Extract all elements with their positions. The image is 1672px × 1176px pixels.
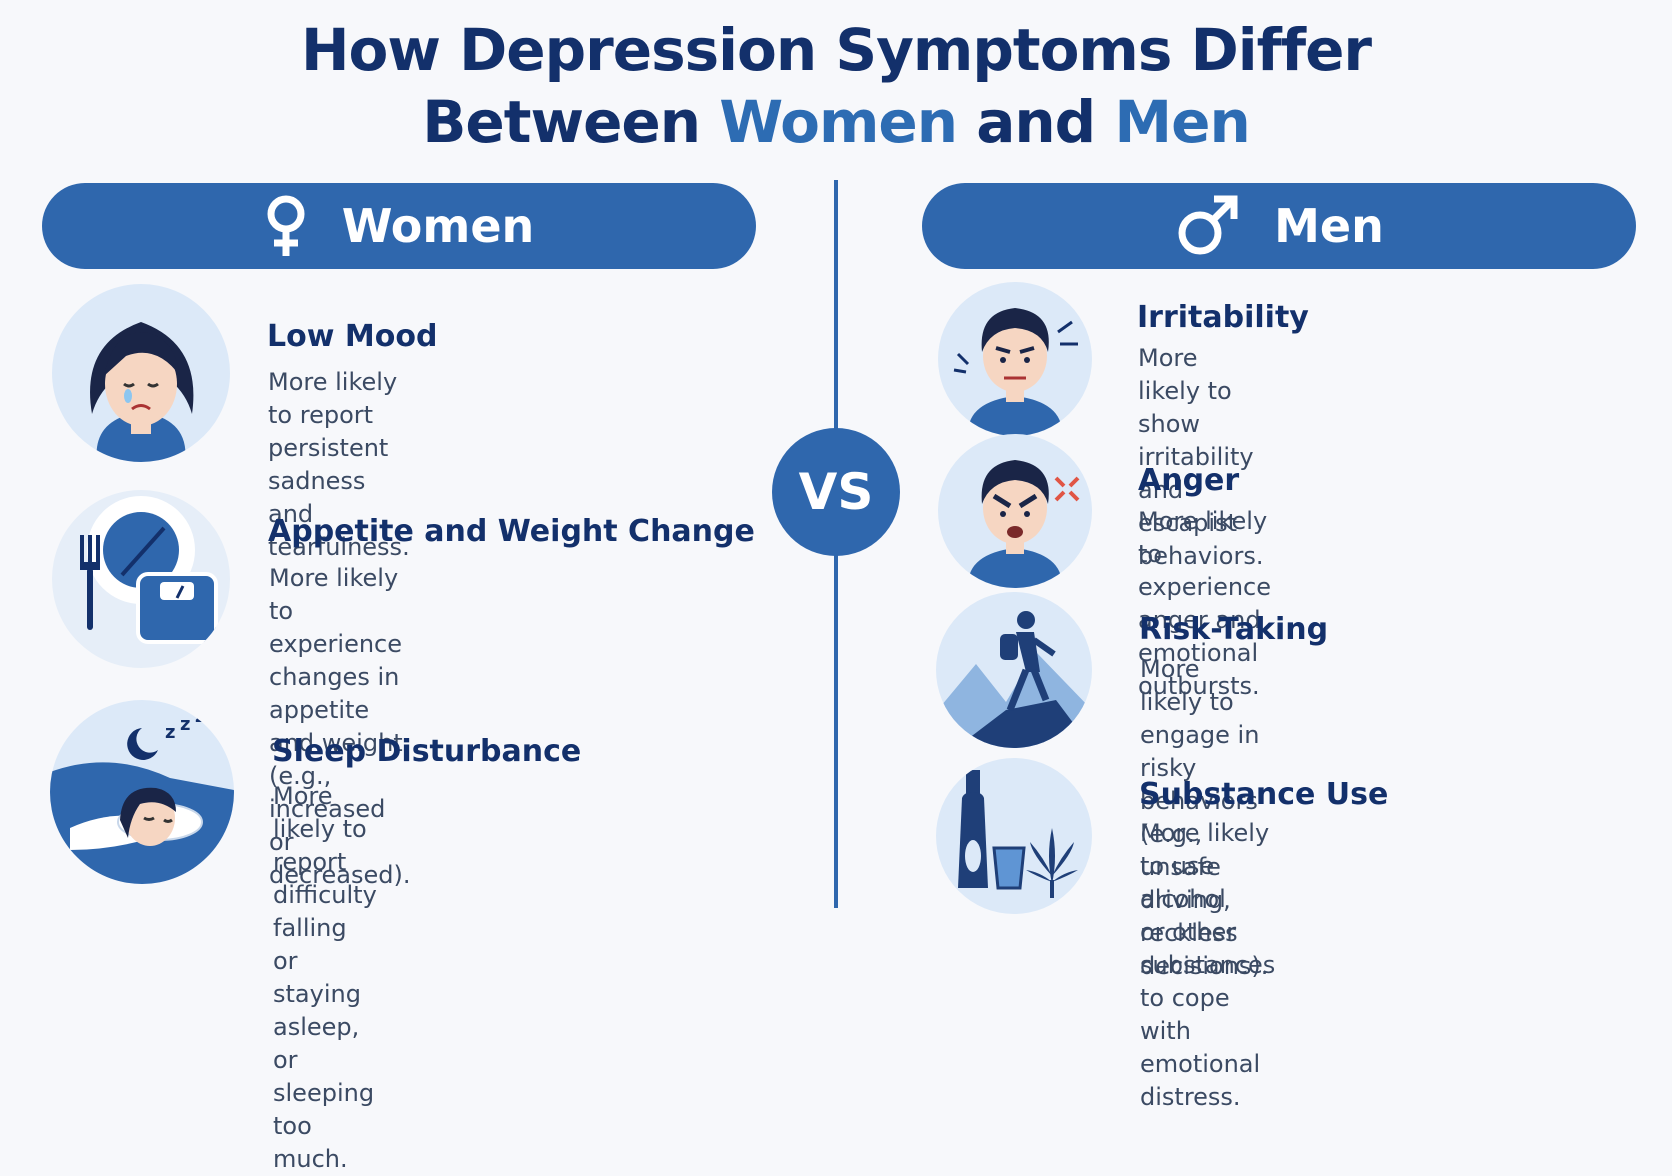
item-title: Substance Use bbox=[1139, 777, 1389, 812]
item-text: More likely to report difficulty falling… bbox=[273, 782, 377, 1173]
item-text: More likely to report persistent sadness… bbox=[268, 368, 410, 561]
item-title: Irritability bbox=[1137, 300, 1309, 335]
men-label: Men bbox=[1274, 199, 1384, 253]
item-text: More likely to use alcohol or other subs… bbox=[1140, 819, 1276, 1111]
svg-text:z: z bbox=[195, 706, 205, 727]
plate-scale-icon bbox=[52, 490, 230, 668]
male-symbol-icon bbox=[1178, 195, 1238, 255]
men-banner: Men bbox=[922, 183, 1636, 269]
climber-icon bbox=[936, 592, 1092, 748]
title-text: and bbox=[957, 88, 1115, 156]
female-symbol-icon bbox=[267, 195, 305, 256]
page-title: How Depression Symptoms Differ Between W… bbox=[0, 14, 1672, 158]
irritated-man-icon bbox=[938, 282, 1092, 436]
item-title: Anger bbox=[1138, 463, 1240, 498]
svg-text:z: z bbox=[180, 714, 190, 735]
title-women: Women bbox=[719, 88, 958, 156]
item-title: Appetite and Weight Change bbox=[268, 514, 755, 549]
item-title: Risk-Taking bbox=[1139, 612, 1329, 647]
vs-badge: VS bbox=[772, 428, 900, 556]
title-line-1: How Depression Symptoms Differ bbox=[300, 16, 1372, 84]
item-title: Sleep Disturbance bbox=[272, 734, 582, 769]
title-line-2: Between Women and Men bbox=[0, 86, 1672, 158]
item-title: Low Mood bbox=[267, 319, 438, 354]
women-label: Women bbox=[341, 199, 535, 253]
item-text: More likely to experience anger and emot… bbox=[1138, 507, 1272, 700]
sad-woman-icon bbox=[52, 284, 230, 462]
bottle-leaf-icon bbox=[936, 758, 1092, 914]
title-men: Men bbox=[1114, 88, 1250, 156]
angry-man-icon bbox=[938, 434, 1092, 588]
sleeping-woman-icon: z z z bbox=[50, 700, 234, 884]
svg-text:z: z bbox=[165, 722, 175, 743]
item-text: More likely to show irritability and esc… bbox=[1138, 344, 1264, 570]
title-text: Between bbox=[422, 88, 720, 156]
item-text: More likely to experience changes in app… bbox=[269, 564, 411, 889]
women-banner: Women bbox=[42, 183, 756, 269]
